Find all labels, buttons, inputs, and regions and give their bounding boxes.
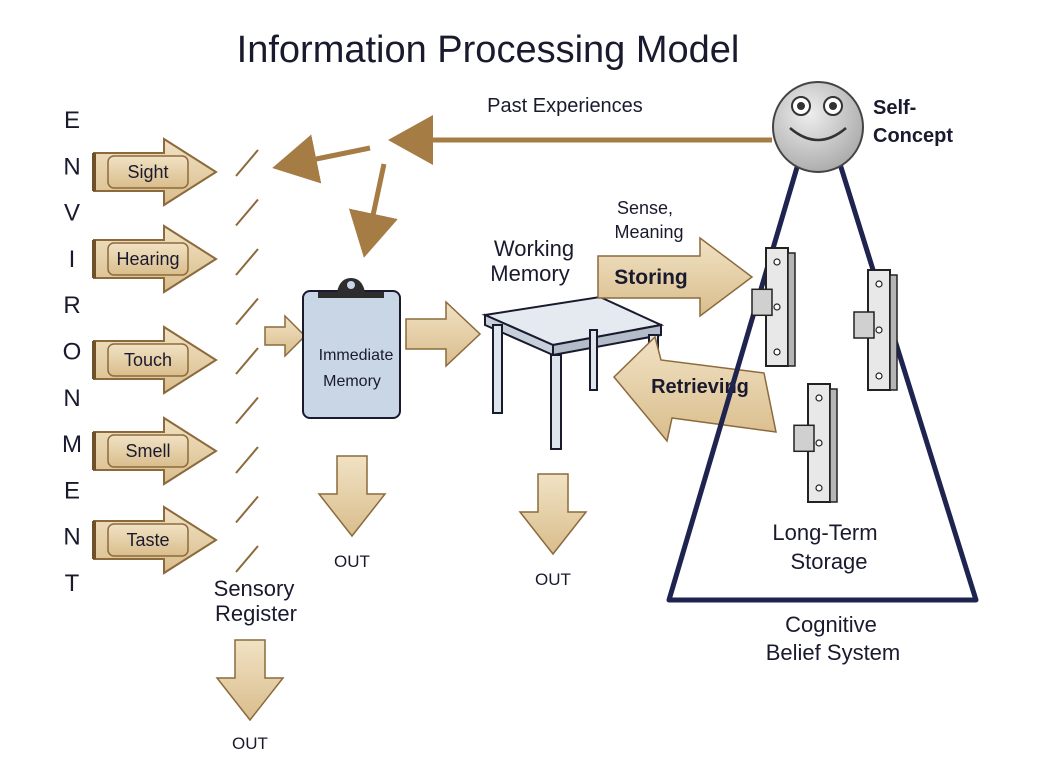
sense-arrow-hearing: Hearing xyxy=(92,224,218,294)
environment-letter: E xyxy=(64,477,80,504)
out-arrow: OUT xyxy=(215,639,285,753)
sensory-register-slashes xyxy=(235,149,259,573)
immediate-memory-clipboard: Immediate Memory xyxy=(302,278,401,419)
environment-letter: E xyxy=(64,107,80,134)
out-arrow: OUT xyxy=(317,455,387,571)
sense-label: Taste xyxy=(126,530,169,550)
belief-system-triangle xyxy=(666,163,979,603)
environment-letter: T xyxy=(65,570,80,597)
sense-label: Hearing xyxy=(116,249,179,269)
retrieving-arrow: Retrieving xyxy=(612,335,777,443)
file-drawers xyxy=(751,247,898,503)
environment-letter: N xyxy=(63,385,80,412)
out-label: OUT xyxy=(334,552,370,571)
sensory-register-label-line1: Sensory xyxy=(214,576,295,601)
long-term-storage-label-line2: Storage xyxy=(790,549,867,574)
storing-arrow: Storing xyxy=(597,236,754,318)
immediate-memory-label-line1: Immediate xyxy=(319,347,394,364)
diagram-title: Information Processing Model xyxy=(237,29,740,71)
self-concept-label-line2: Concept xyxy=(873,125,953,147)
file-drawer-icon xyxy=(853,269,898,391)
register-slash xyxy=(235,248,259,276)
register-slash xyxy=(235,198,259,227)
environment-letter: V xyxy=(64,200,80,227)
register-slash xyxy=(235,545,259,573)
register-slash xyxy=(235,495,259,524)
sense-arrow-taste: Taste xyxy=(92,505,218,575)
sense-arrow-smell: Smell xyxy=(92,416,218,486)
sense-label: Touch xyxy=(124,350,172,370)
self-concept-face xyxy=(772,81,864,173)
self-concept-label-line1: Self- xyxy=(873,97,916,119)
environment-letter: M xyxy=(62,431,82,458)
sense-label: Smell xyxy=(125,441,170,461)
environment-letter: R xyxy=(63,292,80,319)
working-memory-label-line1: Working xyxy=(494,236,574,261)
into-immediate-memory-arrow xyxy=(264,314,307,358)
environment-letter: I xyxy=(69,246,76,273)
to-immediate-memory-arrow xyxy=(348,163,398,258)
to-working-memory-arrow xyxy=(405,300,482,368)
sense-label: Sight xyxy=(127,162,168,182)
past-experiences-label: Past Experiences xyxy=(487,95,643,117)
register-slash xyxy=(235,396,259,425)
to-sensory-register-arrow xyxy=(272,134,371,184)
out-label: OUT xyxy=(535,570,571,589)
sense-meaning-label-line2: Meaning xyxy=(614,222,683,242)
working-memory-label-line2: Memory xyxy=(490,261,569,286)
register-slash xyxy=(235,347,259,375)
sensory-register-label-line2: Register xyxy=(215,601,297,626)
out-arrow: OUT xyxy=(518,473,588,589)
register-slash xyxy=(235,297,259,326)
sense-meaning-label-line1: Sense, xyxy=(617,198,673,218)
environment-letter: N xyxy=(63,524,80,551)
cognitive-belief-label-line1: Cognitive xyxy=(785,612,877,637)
immediate-memory-label-line2: Memory xyxy=(323,373,381,390)
file-drawer-icon xyxy=(793,383,838,503)
file-drawer-icon xyxy=(751,247,796,367)
cognitive-belief-label-line2: Belief System xyxy=(766,640,901,665)
environment-letter: N xyxy=(63,153,80,180)
long-term-storage-label-line1: Long-Term xyxy=(772,520,877,545)
environment-letter: O xyxy=(63,339,82,366)
out-arrows: OUT OUT OUT xyxy=(215,455,588,753)
working-memory-table xyxy=(481,295,665,450)
retrieving-label: Retrieving xyxy=(651,376,749,398)
sense-arrow-touch: Touch xyxy=(92,325,218,395)
register-slash xyxy=(235,149,259,177)
out-label: OUT xyxy=(232,734,268,753)
sense-arrow-sight: Sight xyxy=(92,137,218,207)
storing-label: Storing xyxy=(614,266,688,289)
register-slash xyxy=(235,446,259,474)
